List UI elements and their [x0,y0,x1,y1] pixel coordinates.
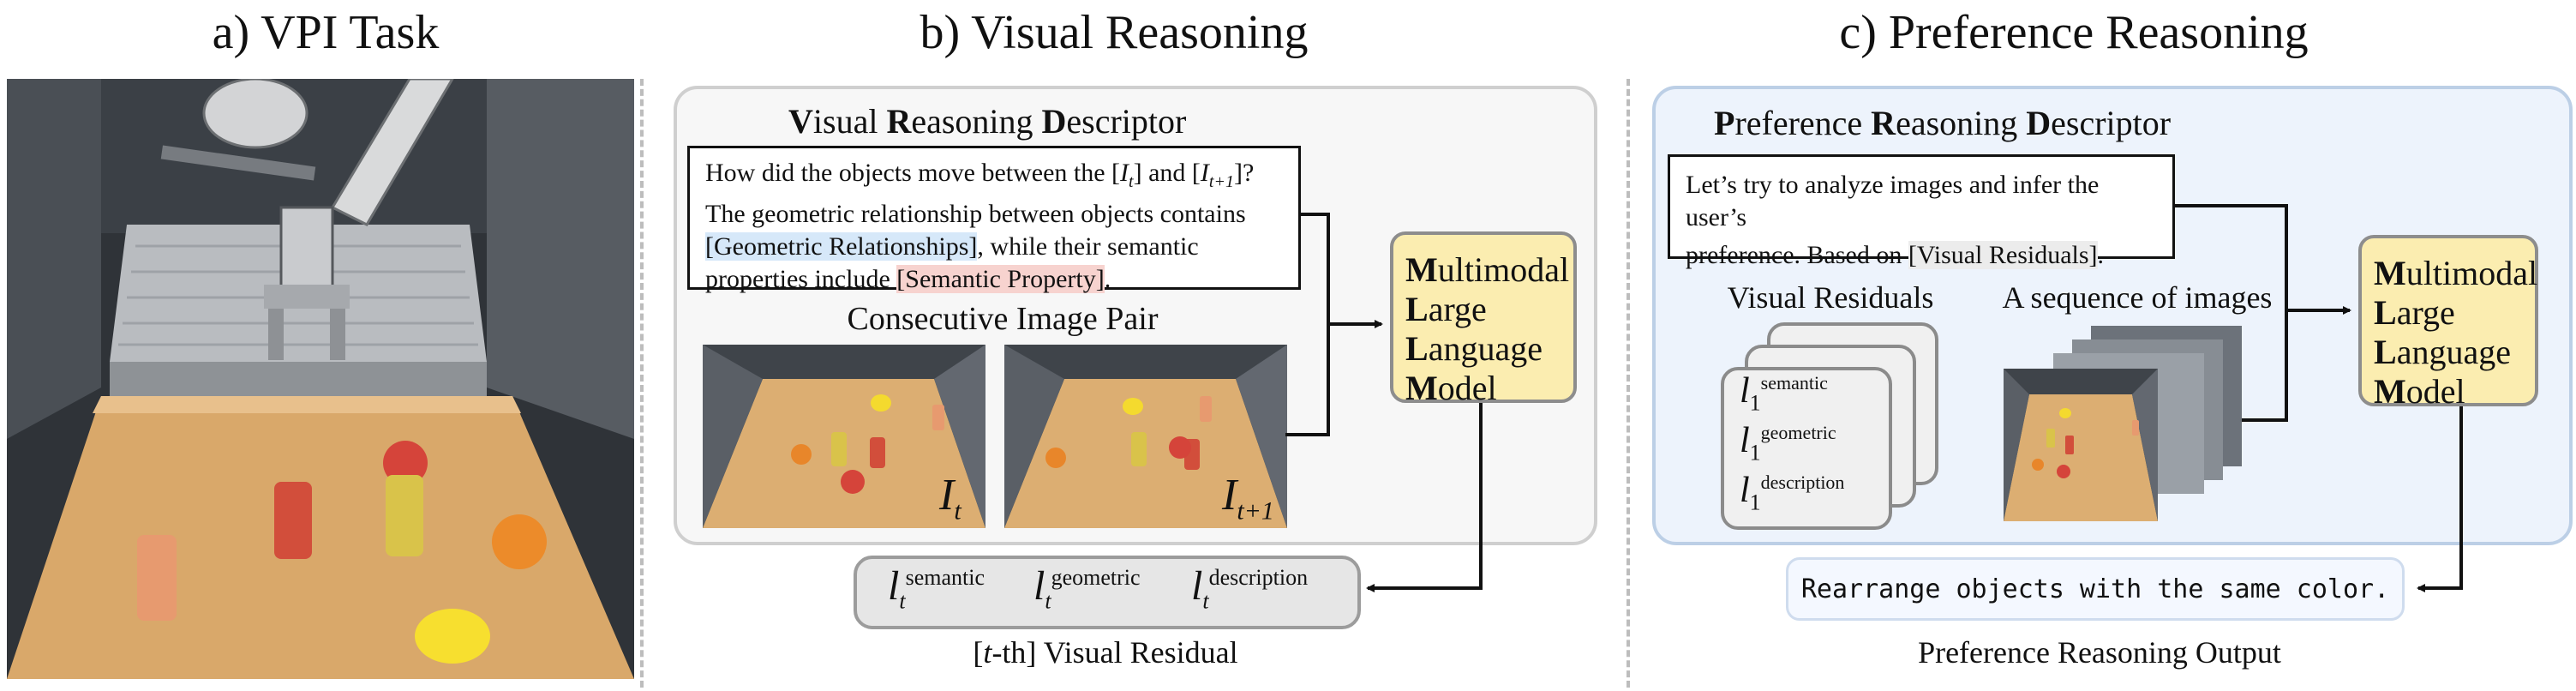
frame-t-drawing [703,345,985,528]
visual-residuals-tag: [Visual Residuals] [1908,241,2098,269]
prompt-line-4: properties include [Semantic Property]. [705,265,1111,293]
image-label-it: It [939,471,962,526]
card-term-geometric: l1geometric [1740,421,1836,466]
visual-reasoning-title: b) Visual Reasoning [920,6,1309,59]
visual-residual-caption: [t-th] Visual Residual [973,635,1238,670]
visual-reasoning-descriptor-title: Visual Reasoning Descriptor [788,102,1187,141]
prompt-line-2: The geometric relationship between objec… [705,200,1246,228]
card-term-semantic: l1semantic [1740,371,1828,416]
mllm-box-visual: Multimodal Large Language Model [1390,231,1577,407]
preference-descriptor-title: Preference Reasoning Descriptor [1714,104,2172,142]
sequence-front-drawing [2004,369,2158,521]
vpi-task-title: a) VPI Task [212,6,440,59]
visual-residuals-label: Visual Residuals [1727,280,1934,315]
image-label-it1: It+1 [1222,471,1274,526]
pref-prompt-line-1: Let’s try to analyze images and infer th… [1686,171,2100,231]
scene-objects [137,441,547,664]
geometric-relationships-tag: [Geometric Relationships] [705,232,978,261]
prompt-line-1: How did the objects move between the [It… [705,159,1255,191]
preference-descriptor-prompt: Let’s try to analyze images and infer th… [1668,154,2175,269]
residual-term-semantic: ltsemantic [888,563,985,614]
preference-output-box: Rearrange objects with the same color. [1786,557,2405,621]
preference-output-caption: Preference Reasoning Output [1918,635,2281,670]
visual-residual-box [854,556,1361,629]
image-frame-t: It [703,345,985,528]
image-frame-t-plus-1: It+1 [1004,345,1287,528]
residual-card-front [1721,367,1892,530]
preference-reasoning-title: c) Preference Reasoning [1839,6,2309,59]
sequence-front-image [2004,369,2158,521]
robot-scene-drawing [7,79,634,679]
separator-left [640,79,644,688]
residual-term-geometric: ltgeometric [1033,563,1141,614]
semantic-property-tag: [Semantic Property] [896,265,1105,293]
visual-descriptor-prompt: How did the objects move between the [It… [687,146,1301,293]
residual-term-description: ltdescription [1191,563,1309,614]
image-sequence-label: A sequence of images [2002,280,2273,315]
vpi-task-photo [7,79,634,679]
image-pair-label: Consecutive Image Pair [847,301,1159,337]
mllm-box-preference: Multimodal Large Language Model [2358,235,2538,411]
card-term-description: l1description [1740,471,1845,515]
separator-right [1626,79,1630,688]
pref-prompt-line-2: preference. Based on [Visual Residuals]. [1686,241,2105,269]
frame-t1-drawing [1004,345,1287,528]
prompt-line-3: [Geometric Relationships], while their s… [705,232,1199,261]
